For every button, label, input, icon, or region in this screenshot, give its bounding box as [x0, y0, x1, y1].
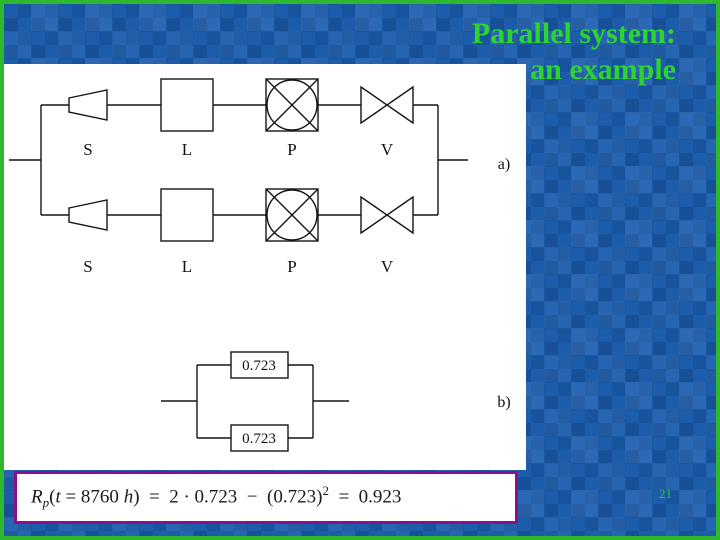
label-s-branch1: S	[83, 140, 92, 159]
page-number: 21	[659, 486, 672, 501]
strainer-symbol-branch1	[68, 89, 108, 121]
pump-cross-branch2	[265, 188, 319, 242]
reliability-value-2: 0.723	[242, 431, 276, 447]
formula-equals-8760: = 8760	[60, 486, 124, 508]
formula-exponent: 2	[322, 483, 329, 499]
label-v-branch1: V	[381, 140, 394, 159]
diagram-b: 0.723 0.723 b)	[161, 351, 511, 452]
pump-box-branch1	[265, 78, 319, 132]
diagram-panel: S L P V S L P V a)	[4, 64, 526, 470]
caption-b: b)	[497, 394, 510, 411]
formula-subscript-p: p	[42, 495, 50, 511]
slide-title-line1: Parallel system:	[471, 17, 676, 50]
label-s-branch2: S	[83, 257, 92, 276]
formula-close-paren: )	[133, 486, 140, 508]
formula-var-R: R	[31, 486, 43, 508]
line-box-branch2	[160, 188, 214, 242]
label-l-branch2: L	[182, 257, 192, 276]
branch-2: S L P V	[41, 188, 438, 276]
valve-right-triangle-branch2	[385, 195, 414, 235]
formula-open-paren: (	[49, 486, 56, 508]
line-box-branch1	[160, 78, 214, 132]
pump-circle-branch1	[266, 79, 318, 131]
reliability-box-2	[230, 424, 289, 452]
diagram-b-lines	[161, 364, 349, 439]
label-p-branch2: P	[287, 257, 296, 276]
reliability-box-1	[230, 351, 289, 379]
formula-var-t: t	[55, 486, 61, 508]
diagram-a: S L P V S L P V a)	[9, 78, 510, 276]
formula-text: Rp(t = 8760 h) = 2 · 0.723 − (0.723)2 = …	[31, 483, 401, 511]
panel-background	[4, 64, 526, 470]
slide-title-line2: an example	[530, 53, 676, 86]
caption-a: a)	[498, 156, 510, 173]
label-v-branch2: V	[381, 257, 394, 276]
valve-left-triangle-branch1	[360, 85, 389, 125]
valve-right-triangle-branch1	[385, 85, 414, 125]
formula-box: Rp(t = 8760 h) = 2 · 0.723 − (0.723)2 = …	[14, 471, 518, 524]
diagram-a-bus-lines	[9, 105, 468, 215]
reliability-value-1: 0.723	[242, 358, 276, 374]
formula-var-h: h	[123, 486, 134, 508]
strainer-symbol-branch2	[68, 199, 108, 231]
pump-circle-branch2	[266, 189, 318, 241]
pump-box-branch2	[265, 188, 319, 242]
pump-cross-branch1	[265, 78, 319, 132]
branch-1: S L P V	[41, 78, 438, 159]
formula-middle: = 2 · 0.723 − (0.723)	[139, 486, 323, 508]
formula-result: = 0.923	[328, 486, 402, 508]
valve-left-triangle-branch2	[360, 195, 389, 235]
slide-title: Parallel system: an example	[472, 16, 676, 88]
label-p-branch1: P	[287, 140, 296, 159]
label-l-branch1: L	[182, 140, 192, 159]
